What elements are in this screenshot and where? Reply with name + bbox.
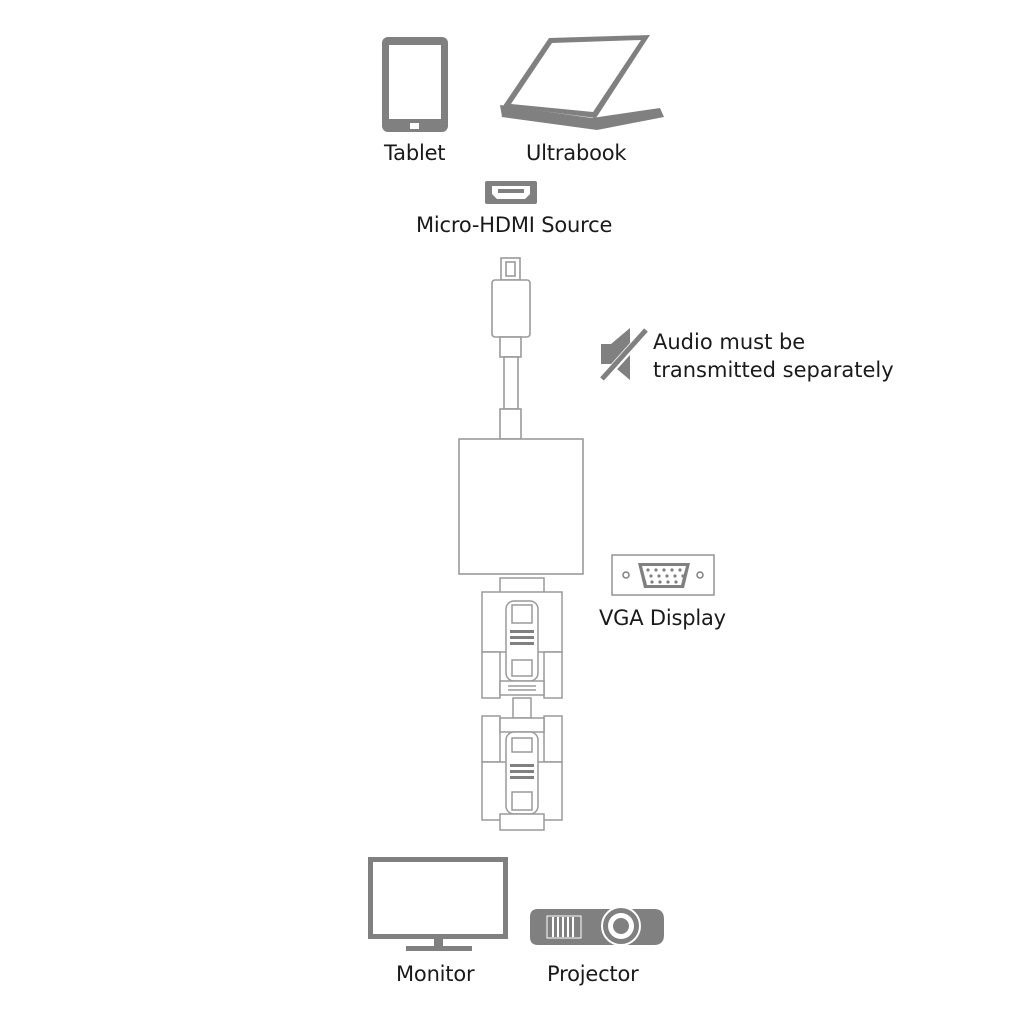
projector-icon — [530, 906, 664, 946]
audio-note: Audio must be transmitted separately — [653, 328, 894, 384]
monitor-label: Monitor — [396, 962, 475, 986]
adapter-cable — [458, 257, 584, 575]
audio-note-line-1: Audio must be — [653, 330, 806, 354]
projector-label: Projector — [547, 962, 639, 986]
audio-note-line-2: transmitted separately — [653, 358, 894, 382]
vga-link — [512, 697, 532, 719]
micro-hdmi-port-icon — [485, 181, 537, 204]
speaker-muted-icon — [600, 327, 650, 382]
vga-display-label: VGA Display — [599, 606, 726, 630]
vga-port-icon — [611, 554, 715, 596]
vga-connector-lower — [481, 715, 563, 831]
ultrabook-icon — [500, 35, 664, 130]
monitor-icon — [368, 857, 508, 951]
vga-connector-upper — [481, 577, 563, 699]
micro-hdmi-source-label: Micro-HDMI Source — [416, 213, 613, 237]
tablet-label: Tablet — [384, 141, 446, 165]
ultrabook-label: Ultrabook — [526, 141, 627, 165]
tablet-icon — [382, 37, 448, 132]
